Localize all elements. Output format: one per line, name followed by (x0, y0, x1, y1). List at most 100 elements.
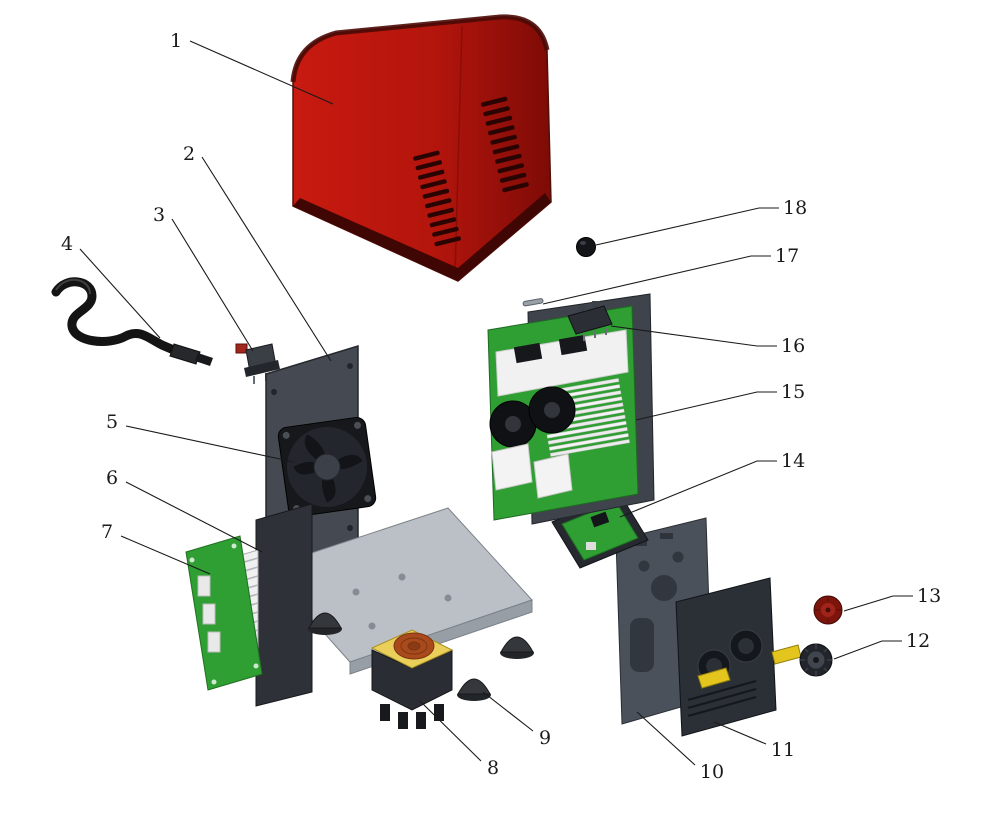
part-label-14: 14 (781, 450, 805, 472)
leader-line-14 (619, 460, 777, 518)
leader-line-8 (419, 700, 482, 762)
coil-winding (400, 637, 428, 655)
leader-line-16 (610, 325, 777, 347)
leader-line-12 (833, 640, 902, 660)
pcb-hole (253, 663, 259, 669)
leader-line-9 (482, 691, 534, 732)
switch-red-tip (235, 343, 248, 354)
rear-panel-cutout (630, 618, 654, 672)
pcb-connector (202, 603, 216, 625)
cover-fold-line (454, 25, 463, 276)
output-stud (771, 644, 802, 665)
base-hole (444, 594, 452, 602)
part-rubber-feet (308, 612, 534, 701)
capacitor-block (533, 453, 573, 499)
part-cooling-fan (277, 416, 377, 518)
leader-line-3 (171, 218, 254, 352)
connector-hole (813, 657, 819, 663)
rear-panel-slot (660, 533, 673, 539)
igbt-module (558, 334, 588, 356)
part-main-pcb (487, 293, 655, 525)
part-label-6: 6 (106, 467, 118, 489)
toroid-hole (505, 416, 521, 432)
power-switch-tab (578, 305, 586, 311)
leader-line-6 (125, 481, 263, 553)
cable-highlight (55, 279, 91, 295)
leader-line-17 (542, 255, 771, 305)
leader-line-11 (713, 721, 767, 745)
part-label-7: 7 (101, 521, 113, 543)
pcb-hole (231, 543, 237, 549)
cap-highlight (580, 241, 586, 245)
pin-rod (522, 298, 544, 307)
power-switch-body (567, 305, 613, 335)
output-stud (697, 667, 731, 689)
transformer-leg (434, 704, 444, 721)
part-labels: 1 2 3 4 5 6 7 8 9 10 11 12 13 14 15 16 1… (61, 30, 941, 783)
foot-dome (457, 678, 491, 695)
part-label-5: 5 (106, 411, 118, 433)
rear-panel-hole (672, 551, 684, 563)
control-pcb-connector (586, 542, 596, 550)
rear-panel-hole (638, 560, 650, 572)
foot-dome (500, 636, 534, 653)
igbt-module (513, 342, 543, 364)
part-output-connector (799, 643, 833, 677)
part-front-panel (675, 577, 802, 737)
part-label-4: 4 (61, 233, 73, 255)
part-side-pcb (185, 535, 263, 691)
base-hole (368, 622, 376, 630)
transformer-leg (380, 704, 390, 721)
toroid-hole (544, 402, 560, 418)
coil-center (407, 641, 421, 651)
front-panel-ribs (687, 680, 757, 717)
leader-line-4 (79, 248, 161, 339)
cover-top-edge (290, 14, 550, 83)
leader-line-13 (843, 595, 913, 612)
part-label-12: 12 (906, 630, 930, 652)
cable-wire (51, 277, 181, 356)
part-label-3: 3 (153, 204, 165, 226)
part-transformer (370, 629, 454, 729)
part-label-15: 15 (781, 381, 805, 403)
leader-lines (79, 40, 913, 766)
panel-hole (347, 525, 353, 531)
part-label-13: 13 (917, 585, 941, 607)
transformer-leg (398, 712, 408, 729)
leader-line-18 (595, 207, 779, 246)
leader-line-7 (120, 535, 211, 575)
part-label-16: 16 (781, 335, 805, 357)
leader-line-1 (189, 40, 334, 105)
foot-dome (308, 612, 342, 629)
panel-hole (271, 389, 277, 395)
cover-louvers-right (480, 96, 529, 193)
power-switch-tab (592, 301, 600, 307)
side-pcb-board (185, 535, 263, 691)
part-label-8: 8 (487, 757, 499, 779)
red-knob-knurl (814, 596, 842, 624)
control-pcb-chip (590, 511, 610, 528)
cable-gland (169, 343, 201, 365)
base-hole (398, 573, 406, 581)
leader-line-2 (201, 156, 332, 362)
part-cap (576, 237, 596, 257)
fan-screw (354, 421, 362, 429)
part-label-10: 10 (700, 761, 724, 783)
rear-panel-hole (651, 575, 677, 601)
connector-knurl (800, 644, 832, 676)
leader-line-10 (636, 711, 696, 766)
part-label-9: 9 (539, 727, 551, 749)
pcb-hole (189, 557, 195, 563)
part-red-knob (813, 595, 843, 625)
part-label-18: 18 (783, 197, 807, 219)
pcb-hole (211, 679, 217, 685)
cable-gland-tip (195, 353, 213, 366)
part-label-11: 11 (771, 739, 795, 761)
pcb-connector (207, 631, 221, 653)
part-label-2: 2 (183, 143, 195, 165)
cover-louvers-left (413, 150, 461, 247)
leader-line-5 (125, 425, 295, 463)
fan-hub (313, 453, 341, 481)
